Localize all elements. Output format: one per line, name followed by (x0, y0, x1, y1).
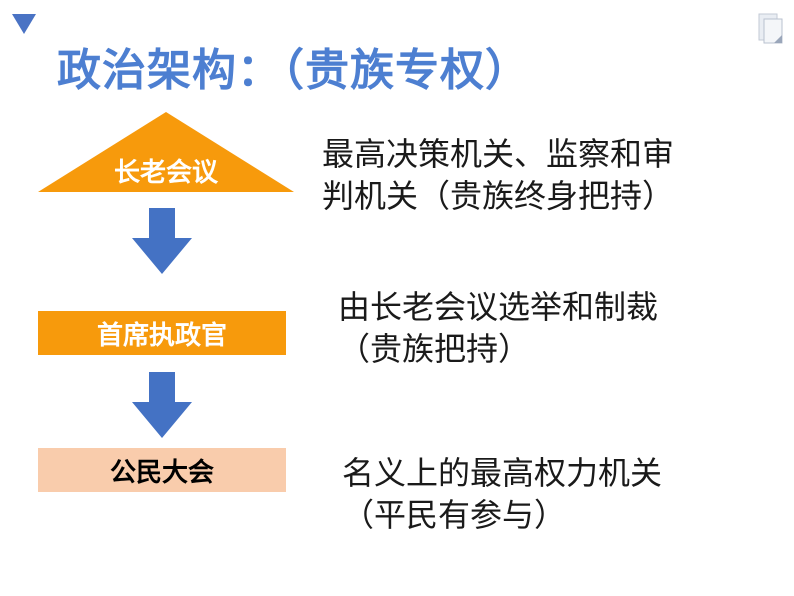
assembly-desc-line-2: （平民有参与） (342, 496, 567, 534)
council-desc-line-1: 最高决策机关、监察和审 (322, 135, 675, 173)
consul-desc-line-1: 由长老会议选举和制裁 (338, 288, 659, 326)
consul-desc-line-2: （贵族把持） (338, 330, 531, 368)
assembly-box: 公民大会 (38, 448, 286, 492)
down-arrow-icon (132, 372, 192, 438)
consul-description: 由长老会议选举和制裁 （贵族把持） (338, 286, 658, 370)
triangle-marker-icon (12, 14, 36, 34)
consul-box: 首席执政官 (38, 311, 286, 355)
page-corner-icon (758, 13, 783, 44)
council-label: 长老会议 (113, 158, 218, 188)
council-description: 最高决策机关、监察和审 判机关（贵族终身把持） (322, 133, 674, 217)
assembly-label: 公民大会 (109, 457, 214, 488)
consul-label: 首席执政官 (96, 320, 227, 351)
council-triangle (38, 112, 294, 192)
slide-title: 政治架构：（贵族专权） (57, 45, 530, 96)
assembly-description: 名义上的最高权力机关 （平民有参与） (342, 452, 662, 536)
down-arrow-icon (132, 208, 192, 274)
council-desc-line-2: 判机关（贵族终身把持） (322, 177, 675, 215)
assembly-desc-line-1: 名义上的最高权力机关 (342, 454, 663, 492)
